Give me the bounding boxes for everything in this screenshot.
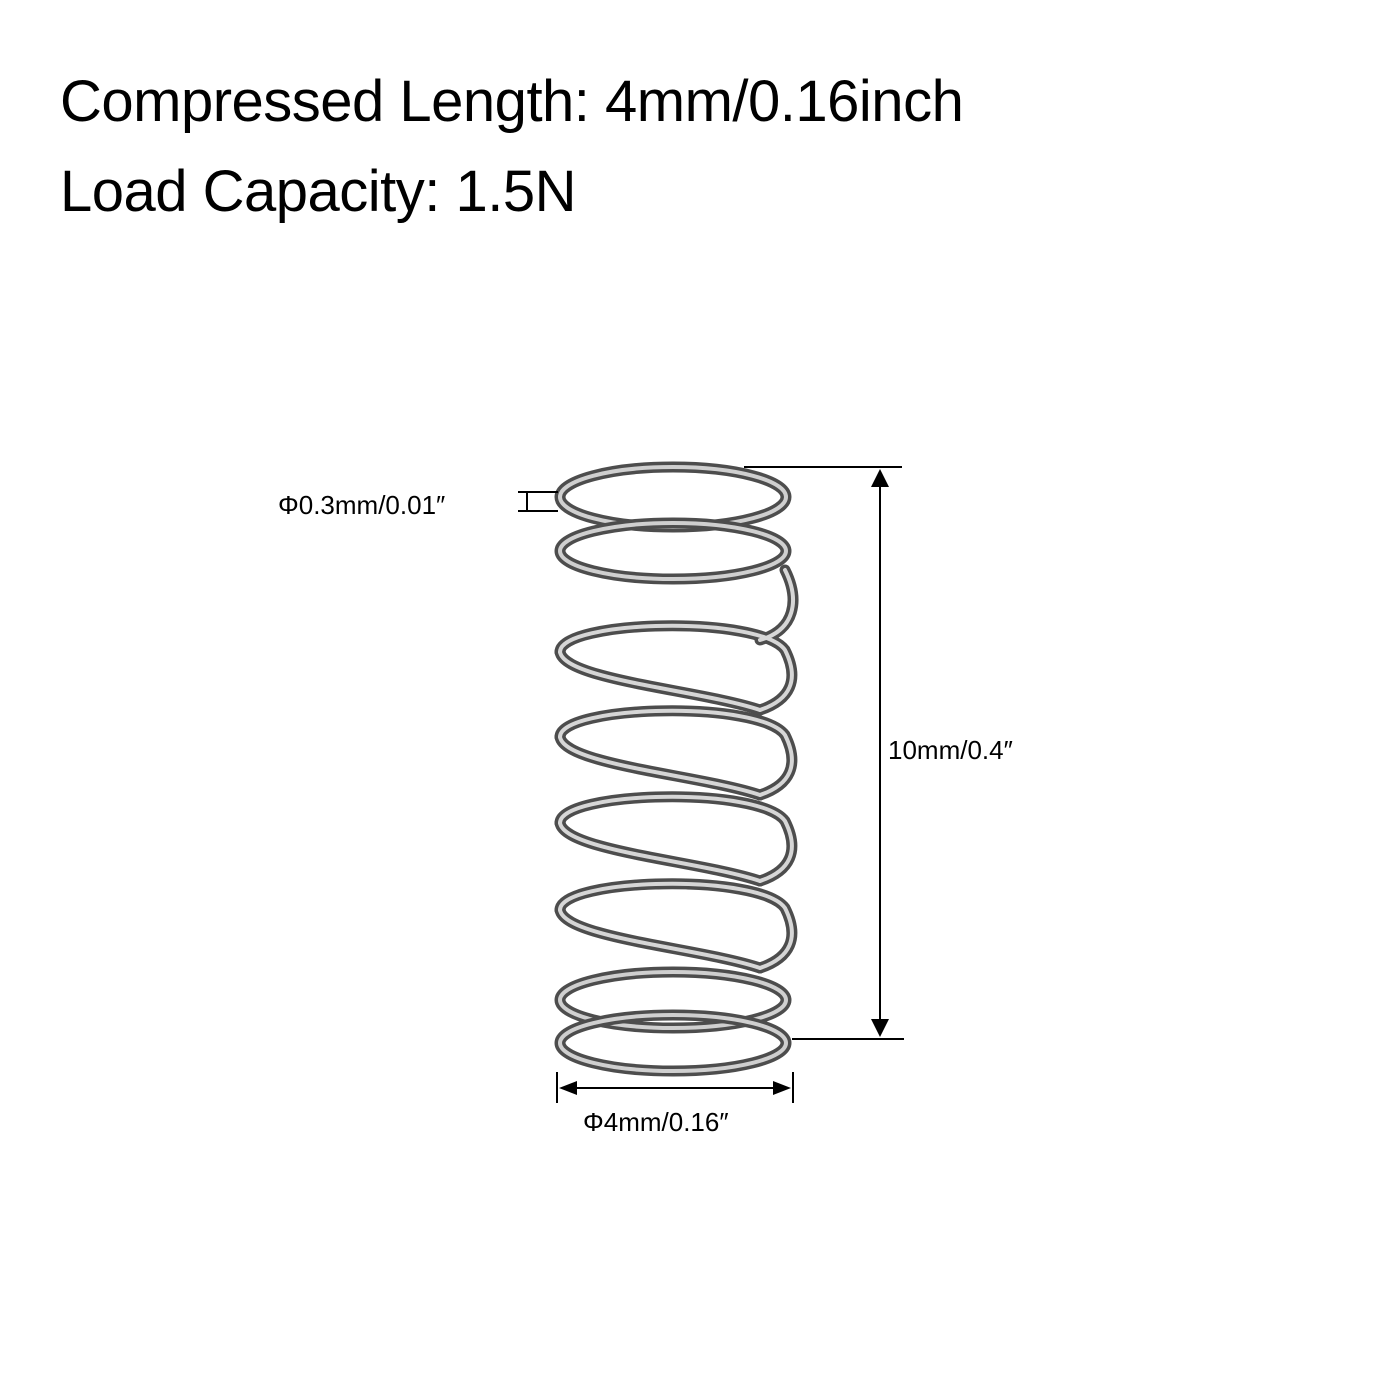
outer-diameter-label: Φ4mm/0.16″ [583,1107,729,1137]
free-length-label: 10mm/0.4″ [888,735,1013,765]
wire-diameter-label: Φ0.3mm/0.01″ [278,490,446,520]
compressed-length-spec: Compressed Length: 4mm/0.16inch [60,69,964,134]
compression-spring-image [554,461,799,1077]
wire-diameter-indicator [518,491,558,512]
load-capacity-spec: Load Capacity: 1.5N [60,159,577,224]
free-length-dimension [744,466,904,1040]
outer-diameter-dimension [556,1072,794,1103]
